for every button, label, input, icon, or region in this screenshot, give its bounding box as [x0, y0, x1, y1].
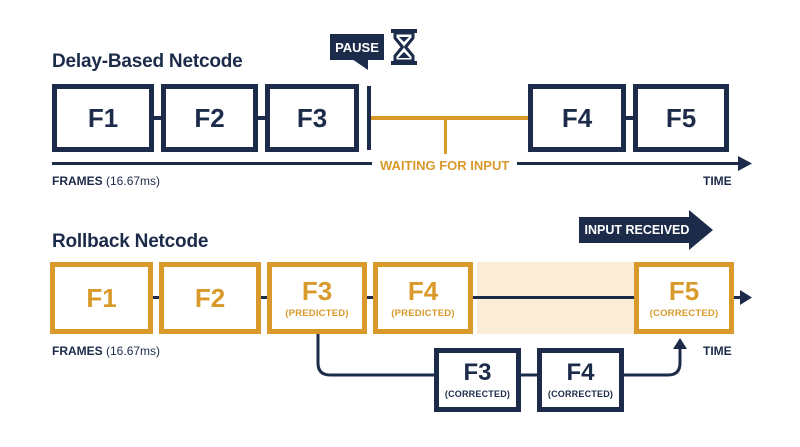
delay-section-title: Delay-Based Netcode — [52, 51, 243, 72]
input-received-arrow-icon — [579, 210, 713, 250]
rollback-frame-label: F4 — [407, 275, 439, 306]
rollback-frame-label: F1 — [86, 283, 117, 313]
rollback-frame-label: F2 — [194, 283, 226, 313]
delay-frame-label: F1 — [87, 103, 119, 133]
delay-time-label: TIME — [703, 174, 732, 188]
pause-marker — [367, 86, 371, 150]
delay-connector-3 — [624, 116, 634, 120]
delay-frame-label: F3 — [296, 103, 328, 133]
waiting-label: WAITING FOR INPUT — [372, 156, 518, 176]
delay-frame-f4: F4 — [528, 84, 626, 152]
delay-frame-label: F5 — [665, 103, 697, 133]
delay-frame-f5: F5 — [633, 84, 729, 152]
rollback-connector-5 — [732, 296, 742, 299]
delay-frame-label: F4 — [561, 103, 593, 133]
delay-frame-f3: F3 — [265, 84, 359, 152]
rollback-frame-f5: F5 (CORRECTED) — [634, 262, 734, 334]
rollback-frame-f3: F3 (PREDICTED) — [267, 262, 367, 334]
rollback-frame-label: F5 — [668, 275, 700, 306]
hourglass-icon — [391, 29, 417, 65]
rollback-frame-label: F3 — [301, 275, 333, 306]
delay-frame-label: F2 — [194, 103, 225, 133]
rollback-axis-label-text: FRAMES — [52, 344, 103, 358]
pause-badge: PAUSE — [330, 34, 384, 60]
waiting-stem — [444, 116, 447, 154]
rollback-frame-sub: (PREDICTED) — [285, 307, 349, 319]
rollback-section-title: Rollback Netcode — [52, 231, 209, 252]
delay-frame-f2: F2 — [161, 84, 258, 152]
rollback-frame-sub: (PREDICTED) — [391, 307, 455, 319]
delay-axis-arrow-icon — [738, 156, 752, 171]
corrected-frame-sub: (CORRECTED) — [444, 389, 511, 399]
rollback-connector-4 — [470, 296, 638, 299]
rollback-frame-f4: F4 (PREDICTED) — [373, 262, 473, 334]
waiting-line — [371, 116, 529, 120]
rollback-axis-unit: (16.67ms) — [106, 344, 161, 358]
pause-label: PAUSE — [335, 39, 379, 55]
delay-axis-unit: (16.67ms) — [106, 174, 161, 188]
corrected-frame-f4: F4 (CORRECTED) — [537, 348, 624, 412]
input-received-label: INPUT RECEIVED — [584, 223, 690, 237]
delay-axis-label: FRAMES (16.67ms) — [52, 174, 160, 188]
delay-frame-f1: F1 — [52, 84, 154, 152]
rollback-time-label: TIME — [703, 344, 732, 358]
corrected-frame-label: F4 — [566, 359, 595, 386]
rollback-connector-2 — [258, 296, 270, 299]
rollback-axis-arrow-icon — [740, 290, 752, 305]
rollback-frame-sub: (CORRECTED) — [649, 307, 719, 319]
delay-connector-1 — [153, 116, 163, 120]
rollback-axis-label: FRAMES (16.67ms) — [52, 344, 160, 358]
pause-badge-pointer — [352, 59, 368, 70]
rollback-frame-f2: F2 — [159, 262, 261, 334]
corrected-frame-label: F3 — [463, 359, 492, 386]
delay-connector-2 — [257, 116, 267, 120]
corrected-frame-sub: (CORRECTED) — [547, 389, 614, 399]
delay-axis-label-text: FRAMES — [52, 174, 103, 188]
rollback-connector-1 — [150, 296, 162, 299]
corrected-frame-f3: F3 (CORRECTED) — [434, 348, 521, 412]
rollback-connector-3 — [364, 296, 376, 299]
rollback-frame-f1: F1 — [50, 262, 153, 334]
resimulation-arrow-icon — [673, 338, 687, 349]
